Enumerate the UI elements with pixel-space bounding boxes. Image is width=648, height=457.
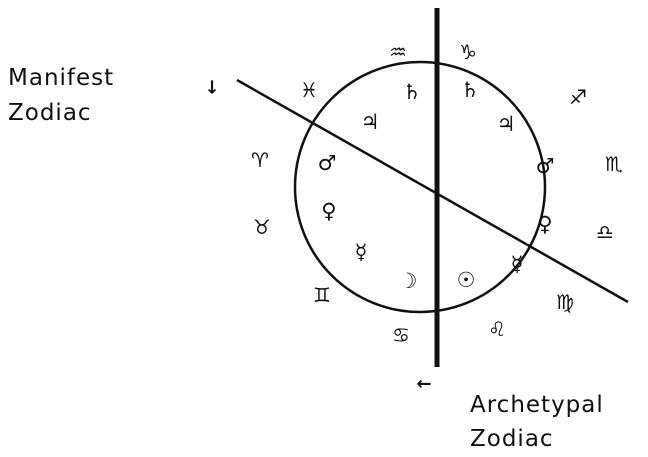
gemini-sign-icon: ♊ xyxy=(313,283,331,307)
mars-right-icon: ♂ xyxy=(536,154,555,178)
mars-left-icon: ♂ xyxy=(318,151,337,175)
leo-sign-icon: ♌ xyxy=(488,317,506,341)
taurus-sign-icon: ♉ xyxy=(253,215,271,239)
scorpio-sign-icon: ♏ xyxy=(605,152,623,176)
sun-icon: ☉ xyxy=(457,268,476,292)
manifest-axis-line xyxy=(236,78,629,304)
aquarius-sign-icon: ♒ xyxy=(389,40,407,64)
manifest-caption-line2: Zodiac xyxy=(8,100,92,126)
jupiter-left-icon: ♃ xyxy=(361,110,380,134)
manifest-caption-line1: Manifest xyxy=(8,65,114,91)
venus-right-icon: ♀ xyxy=(537,212,552,236)
saturn-left-icon: ♄ xyxy=(403,80,422,104)
aries-sign-icon: ♈ xyxy=(251,148,269,172)
manifest-direction-arrow-icon: ↓ xyxy=(204,78,219,99)
archetypal-caption-line2: Zodiac xyxy=(470,426,554,452)
saturn-right-icon: ♄ xyxy=(461,78,480,102)
venus-left-icon: ♀ xyxy=(321,199,336,223)
sagittarius-sign-icon: ♐ xyxy=(569,85,587,109)
cancer-sign-icon: ♋ xyxy=(392,323,410,347)
jupiter-right-icon: ♃ xyxy=(497,112,516,136)
moon-icon: ☽ xyxy=(399,269,418,293)
virgo-sign-icon: ♍ xyxy=(556,290,574,314)
archetypal-direction-arrow-icon: ← xyxy=(416,374,431,395)
mercury-right-icon: ☿ xyxy=(511,252,524,276)
capricorn-sign-icon: ♑ xyxy=(459,40,477,64)
archetypal-caption-line1: Archetypal xyxy=(470,392,604,418)
mercury-left-icon: ☿ xyxy=(355,240,368,264)
libra-sign-icon: ♎ xyxy=(596,220,614,244)
pisces-sign-icon: ♓ xyxy=(300,78,318,102)
zodiac-wheel-circle xyxy=(293,60,547,314)
